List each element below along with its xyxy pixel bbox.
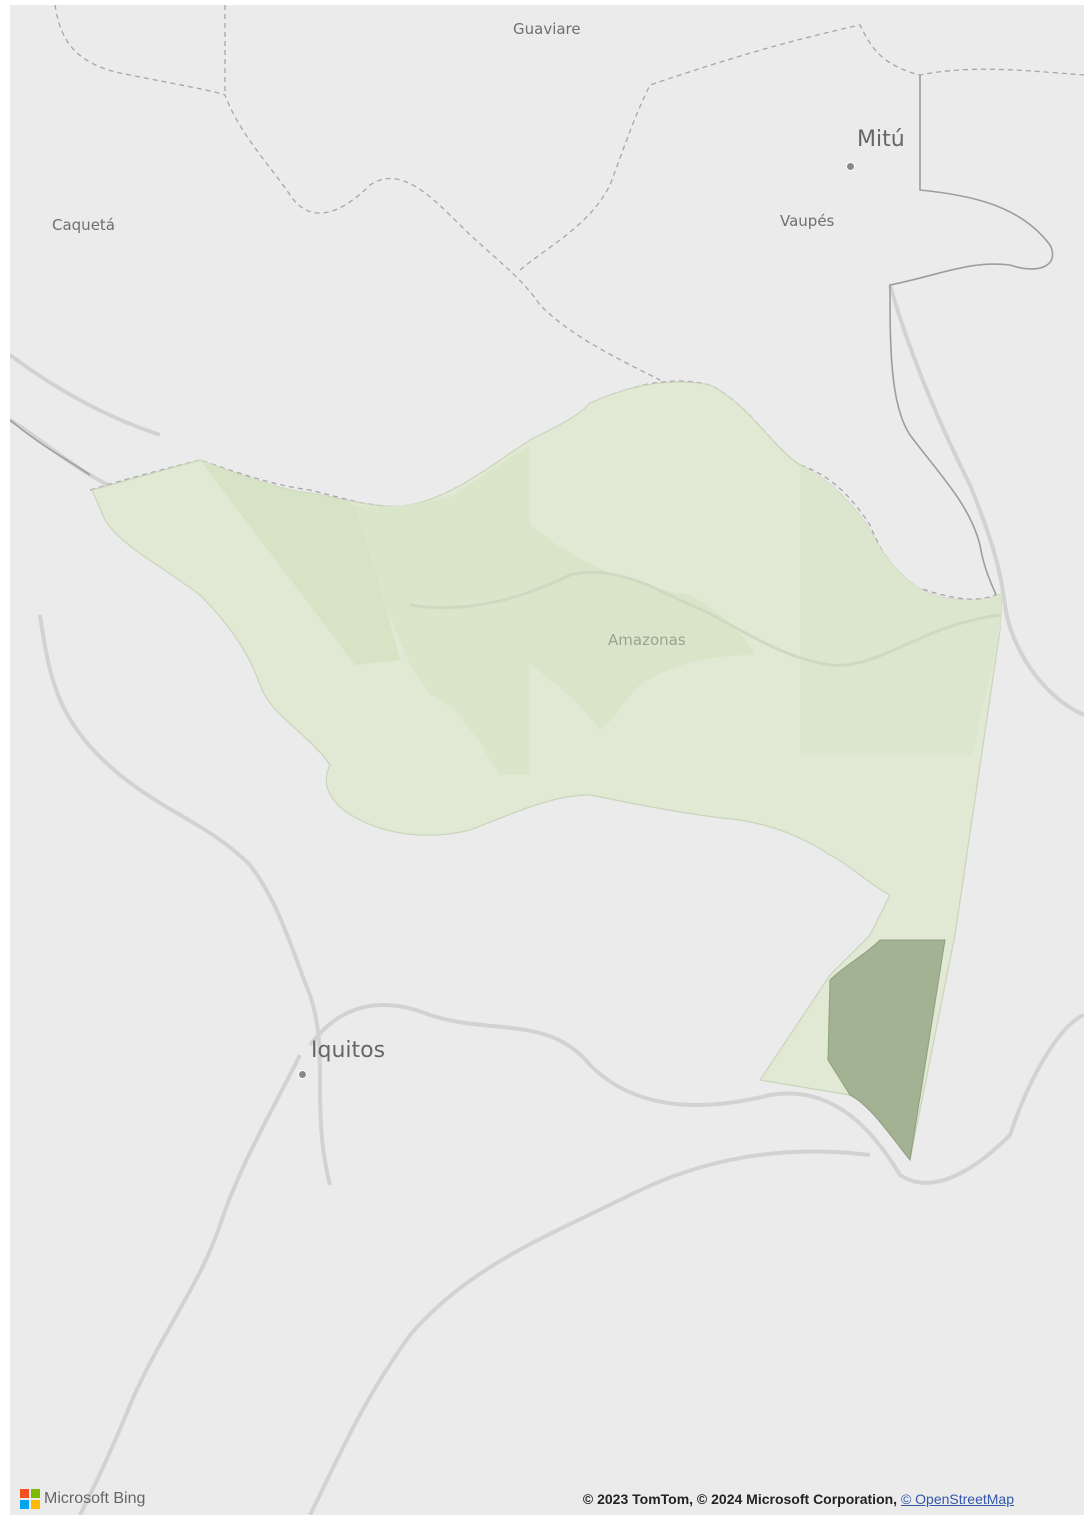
- city-marker-mitu[interactable]: [846, 162, 855, 171]
- logo-square-yellow: [31, 1500, 40, 1509]
- city-marker-iquitos[interactable]: [298, 1070, 307, 1079]
- admin-boundaries: [54, 5, 1084, 600]
- label-vaupes: Vaupés: [780, 212, 835, 230]
- subregion-la-pedrera[interactable]: [200, 460, 400, 665]
- boundary-colombia-brazil: [889, 75, 1054, 606]
- boundary-guaviare-caqueta: [54, 5, 661, 381]
- country-boundaries: [10, 75, 1054, 606]
- subregion-puerto-nario[interactable]: [827, 939, 946, 1162]
- boundary-colombia-peru: [10, 419, 91, 476]
- logo-square-green: [31, 1489, 40, 1498]
- label-caqueta: Caquetá: [52, 216, 115, 234]
- label-iquitos: Iquitos: [311, 1038, 386, 1063]
- subregion-tarapaca[interactable]: [355, 445, 530, 775]
- label-mitu: Mitú: [857, 127, 905, 152]
- map-layer[interactable]: [10, 5, 1084, 1515]
- boundary-amazonas-north: [89, 380, 996, 600]
- map-attribution: © 2023 TomTom, © 2024 Microsoft Corporat…: [583, 1491, 1014, 1507]
- river-putumayo: [38, 614, 332, 1186]
- osm-link[interactable]: © OpenStreetMap: [900, 1491, 1014, 1507]
- logo-square-red: [20, 1489, 29, 1498]
- attribution-text: © 2023 TomTom, © 2024 Microsoft Corporat…: [582, 1491, 898, 1507]
- microsoft-logo-icon: [20, 1489, 40, 1509]
- bing-brand[interactable]: Microsoft Bing: [20, 1489, 145, 1509]
- logo-square-blue: [20, 1500, 29, 1509]
- river-inside-region: [409, 570, 1001, 667]
- label-amazonas[interactable]: Amazonas: [608, 631, 686, 649]
- boundary-vaupes-west: [519, 24, 1084, 271]
- subregion-mirana[interactable]: [800, 465, 1002, 755]
- map-canvas[interactable]: Guaviare Mitú Vaupés Caquetá Amazonas Iq…: [10, 5, 1084, 1515]
- label-guaviare: Guaviare: [513, 20, 581, 38]
- river-east: [888, 284, 1084, 717]
- subregion-puerto-santander[interactable]: [530, 445, 755, 730]
- river-amazon-lower: [308, 1003, 1084, 1185]
- brand-name: Microsoft Bing: [44, 1490, 146, 1507]
- river-ucayali: [308, 1149, 871, 1515]
- river-napo: [78, 1054, 302, 1515]
- river-caqueta: [10, 353, 161, 437]
